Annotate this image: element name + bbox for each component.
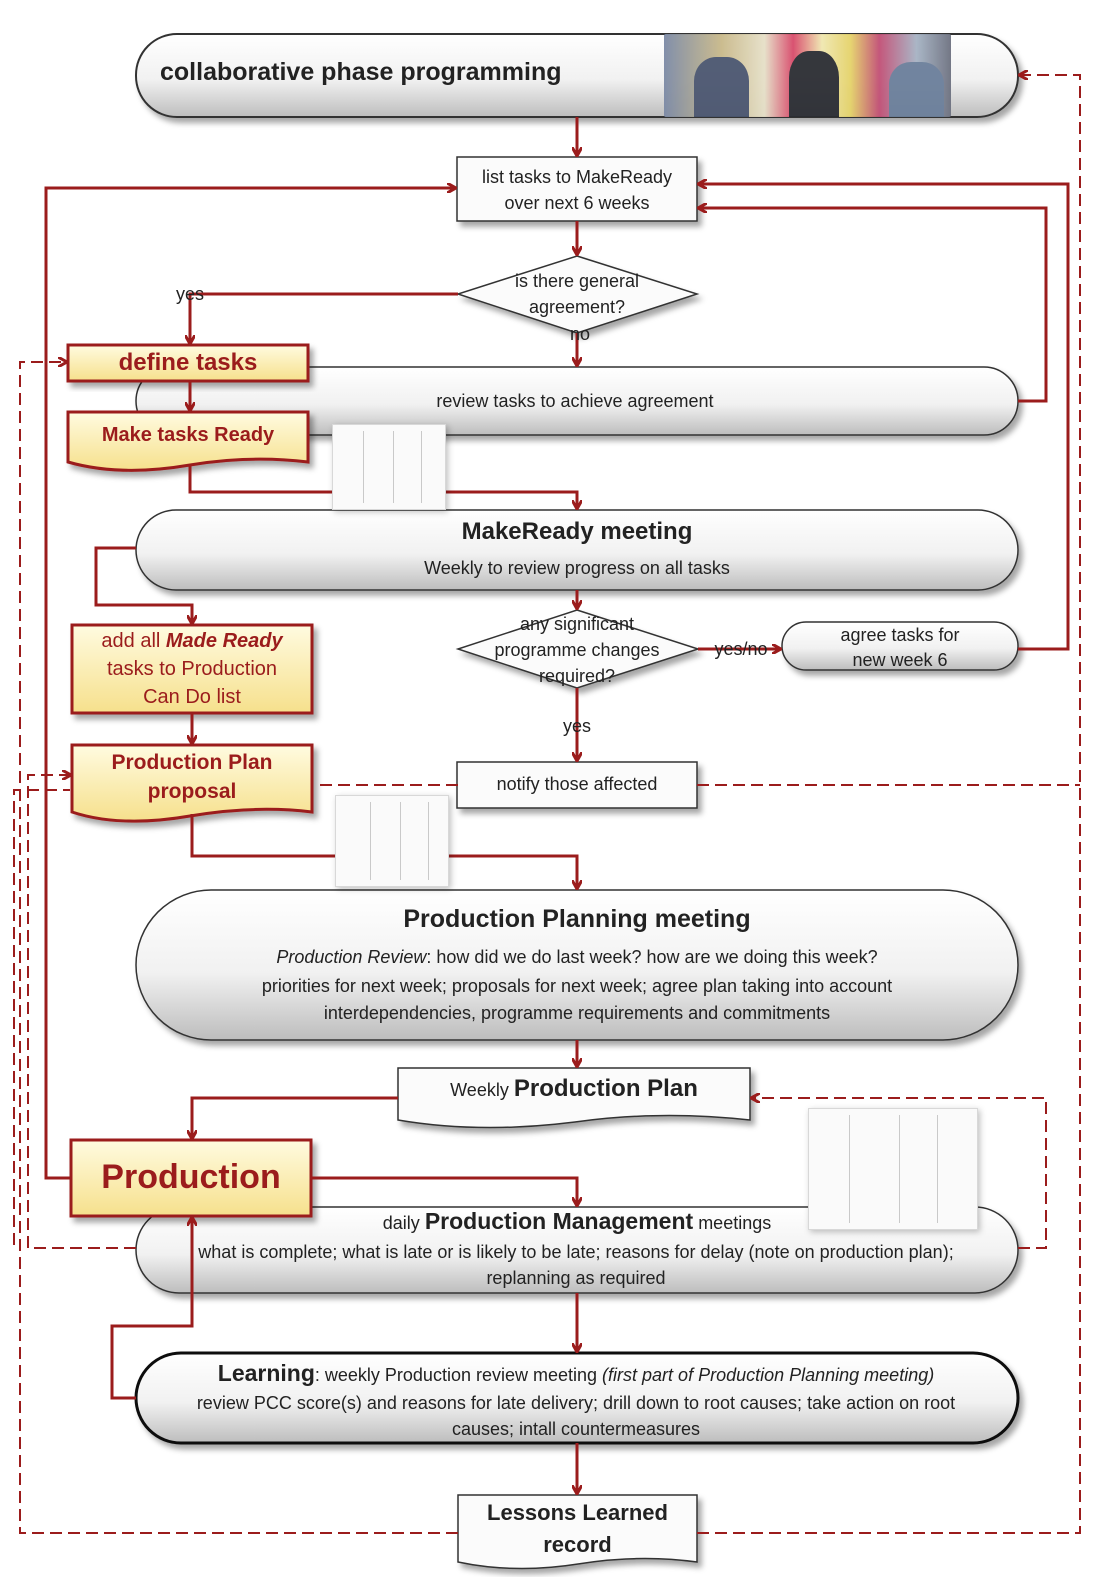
ppm-review-em: Production Review: [276, 947, 427, 967]
yes-no-label: yes/no: [714, 639, 768, 659]
review-tasks-label: review tasks to achieve agreement: [436, 391, 714, 411]
weekly-plan-bold: Production Plan: [513, 1075, 698, 1102]
production-label: Production: [101, 1158, 281, 1196]
make-tasks-ready-label: Make tasks Ready: [101, 424, 275, 446]
pmm-pre: daily: [382, 1213, 420, 1233]
ppm-line1: Production Review: how did we do last we…: [180, 947, 974, 968]
feedback-arrow: [697, 75, 1081, 1534]
question-line: any significant: [519, 614, 635, 634]
phase-programming-title: collaborative phase programming: [160, 58, 562, 86]
add-made-ready-label: add all Made Ready tasks to Production C…: [72, 627, 312, 711]
add-made-ready-line1: add all Made Ready: [72, 627, 312, 655]
weekly-text: Weekly: [450, 1080, 509, 1100]
define-tasks-label: define tasks: [118, 349, 258, 376]
lessons-learned-doc: [457, 1494, 698, 1570]
ppm-line3: interdependencies, programme requirement…: [323, 1003, 831, 1023]
add-made-ready-line3: Can Do list: [143, 686, 241, 708]
makeready-meeting-title: MakeReady meeting: [461, 518, 693, 545]
question-line: required?: [538, 666, 616, 686]
learning-line3: causes; intall countermeasures: [451, 1419, 701, 1439]
flow-arrow: [699, 184, 1070, 651]
agreement-question: is there general agreement?: [477, 268, 677, 320]
changes-question: any significant programme changes requir…: [477, 611, 677, 689]
pmm-post: meetings: [698, 1213, 772, 1233]
plan-sheet-image: [332, 424, 446, 510]
weekly-plan-doc: [397, 1067, 751, 1129]
plan-proposal-line: proposal: [147, 780, 237, 803]
question-line: is there general: [514, 271, 640, 291]
plan-proposal-doc: [70, 743, 314, 823]
agree-tasks-line: new week 6: [852, 650, 948, 670]
feedback-arrow: [752, 1098, 1047, 1249]
pmm-line1: daily Production Management meetings: [310, 1208, 844, 1235]
team-photo: [664, 34, 951, 117]
flow-arrow: [44, 188, 455, 1180]
pmm-bold: Production Management: [424, 1208, 694, 1234]
list-tasks-line: over next 6 weeks: [504, 193, 650, 213]
list-tasks-line: list tasks to MakeReady: [481, 167, 673, 187]
learning-line2: review PCC score(s) and reasons for late…: [196, 1393, 956, 1413]
feedback-arrow: [27, 775, 136, 1249]
plan-proposal-label: Production Plan proposal: [72, 748, 312, 806]
notify-label: notify those affected: [496, 774, 658, 794]
agree-tasks-label: agree tasks for new week 6: [782, 623, 1018, 673]
add-made-ready-line2: tasks to Production: [106, 658, 278, 680]
makeready-meeting-subtitle: Weekly to review progress on all tasks: [424, 558, 730, 578]
flow-arrow: [94, 546, 192, 623]
question-line: agreement?: [528, 297, 626, 317]
plan-sheet-image: [335, 795, 449, 887]
learning-rest: : weekly Production review meeting: [314, 1365, 598, 1385]
yes-label: yes: [562, 716, 591, 736]
learning-bold: Learning: [217, 1360, 315, 1386]
lessons-learned-label: Lessons Learned record: [458, 1497, 697, 1561]
list-tasks-label: list tasks to MakeReady over next 6 week…: [457, 164, 697, 216]
lessons-line: Lessons Learned: [487, 1500, 668, 1525]
flow-arrow: [190, 292, 458, 343]
ppm-line2: priorities for next week; proposals for …: [261, 976, 893, 996]
plan-proposal-line: Production Plan: [111, 751, 273, 774]
agree-tasks-pill: [781, 621, 1019, 671]
question-line: programme changes: [494, 640, 660, 660]
ppm-line1-text: : how did we do last week? how are we do…: [426, 947, 878, 967]
flow-arrow: [699, 208, 1048, 403]
flow-arrow: [110, 1218, 192, 1400]
lessons-line: record: [543, 1532, 612, 1557]
pmm-line2: what is complete; what is late or is lik…: [198, 1242, 954, 1262]
add-made-ready-box: [70, 623, 314, 715]
add-all-text: add all: [101, 630, 161, 652]
weekly-plan-label: Weekly Production Plan: [398, 1075, 750, 1103]
feedback-arrow: [19, 362, 458, 1534]
learning-em: (first part of Production Planning meeti…: [602, 1365, 935, 1385]
feedback-arrow: [13, 789, 70, 1245]
agree-tasks-line: agree tasks for: [840, 625, 960, 645]
ppm-title: Production Planning meeting: [403, 905, 751, 933]
learning-line1: Learning: weekly Production review meeti…: [148, 1360, 1004, 1387]
plan-sheet-image: [808, 1108, 978, 1230]
define-tasks-box: [66, 343, 310, 383]
no-label: no: [569, 324, 591, 344]
pmm-line3: replanning as required: [486, 1268, 666, 1288]
list-tasks-box: [456, 156, 698, 222]
flow-arrow: [311, 1176, 577, 1205]
made-ready-emph: Made Ready: [165, 630, 283, 652]
yes-label: yes: [175, 284, 204, 304]
flow-arrow: [192, 1096, 398, 1138]
